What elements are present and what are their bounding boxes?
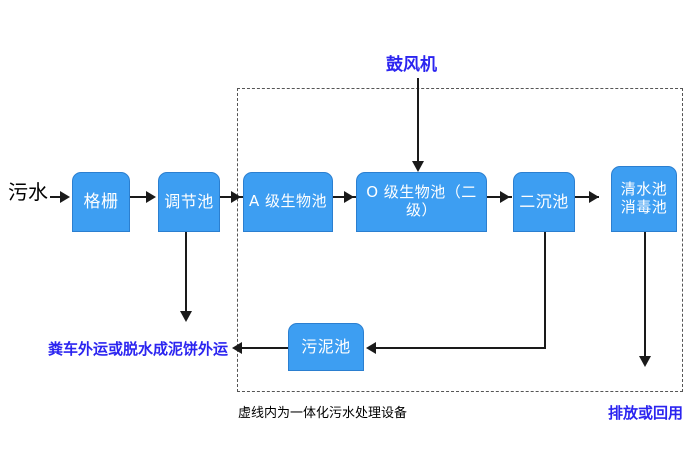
arrowhead-inlet-grille bbox=[60, 191, 70, 203]
connector-regulating-disposal bbox=[185, 231, 187, 313]
arrowhead-settling-sludge bbox=[366, 342, 376, 354]
node-grille[interactable]: 格栅 bbox=[72, 172, 130, 232]
connector-ostage-settling bbox=[487, 196, 512, 198]
node-regulating-tank[interactable]: 调节池 bbox=[158, 172, 220, 232]
connector-inlet-grille bbox=[50, 196, 68, 198]
arrowhead-settling-cleanwater bbox=[589, 191, 599, 203]
node-secondary-settling-tank[interactable]: 二沉池 bbox=[513, 172, 575, 232]
inlet-label: 污水 bbox=[8, 180, 48, 204]
connector-settling-cleanwater bbox=[575, 196, 599, 198]
node-clean-water-tank[interactable]: 清水池 消毒池 bbox=[611, 166, 677, 232]
connector-settling-sludge-vertical bbox=[544, 232, 546, 348]
node-o-stage-bio-tank[interactable]: O 级生物池（二级） bbox=[356, 172, 487, 232]
integrated-equipment-boundary bbox=[237, 88, 683, 392]
connector-sludge-disposal bbox=[240, 347, 288, 349]
connector-grille-regulating bbox=[130, 196, 152, 198]
arrowhead-regulating-disposal bbox=[180, 311, 192, 322]
blower-feed-arrowhead bbox=[412, 161, 424, 172]
connector-settling-sludge-horizontal bbox=[372, 347, 546, 349]
node-sludge-tank[interactable]: 污泥池 bbox=[288, 323, 364, 371]
blower-label: 鼓风机 bbox=[386, 55, 437, 75]
connector-cleanwater-discharge bbox=[644, 232, 646, 358]
discharge-label: 排放或回用 bbox=[608, 404, 684, 422]
blower-feed-line bbox=[417, 78, 419, 162]
arrowhead-ostage-settling bbox=[500, 191, 510, 203]
enclosure-caption: 虚线内为一体化污水处理设备 bbox=[238, 406, 408, 421]
arrowhead-regulating-astage bbox=[231, 191, 241, 203]
arrowhead-astage-ostage bbox=[344, 191, 354, 203]
arrowhead-grille-regulating bbox=[146, 191, 156, 203]
node-a-stage-bio-tank[interactable]: A 级生物池 bbox=[243, 172, 333, 232]
arrowhead-sludge-disposal bbox=[232, 342, 242, 354]
arrowhead-cleanwater-discharge bbox=[639, 356, 651, 367]
sludge-disposal-label: 粪车外运或脱水成泥饼外运 bbox=[48, 340, 229, 358]
